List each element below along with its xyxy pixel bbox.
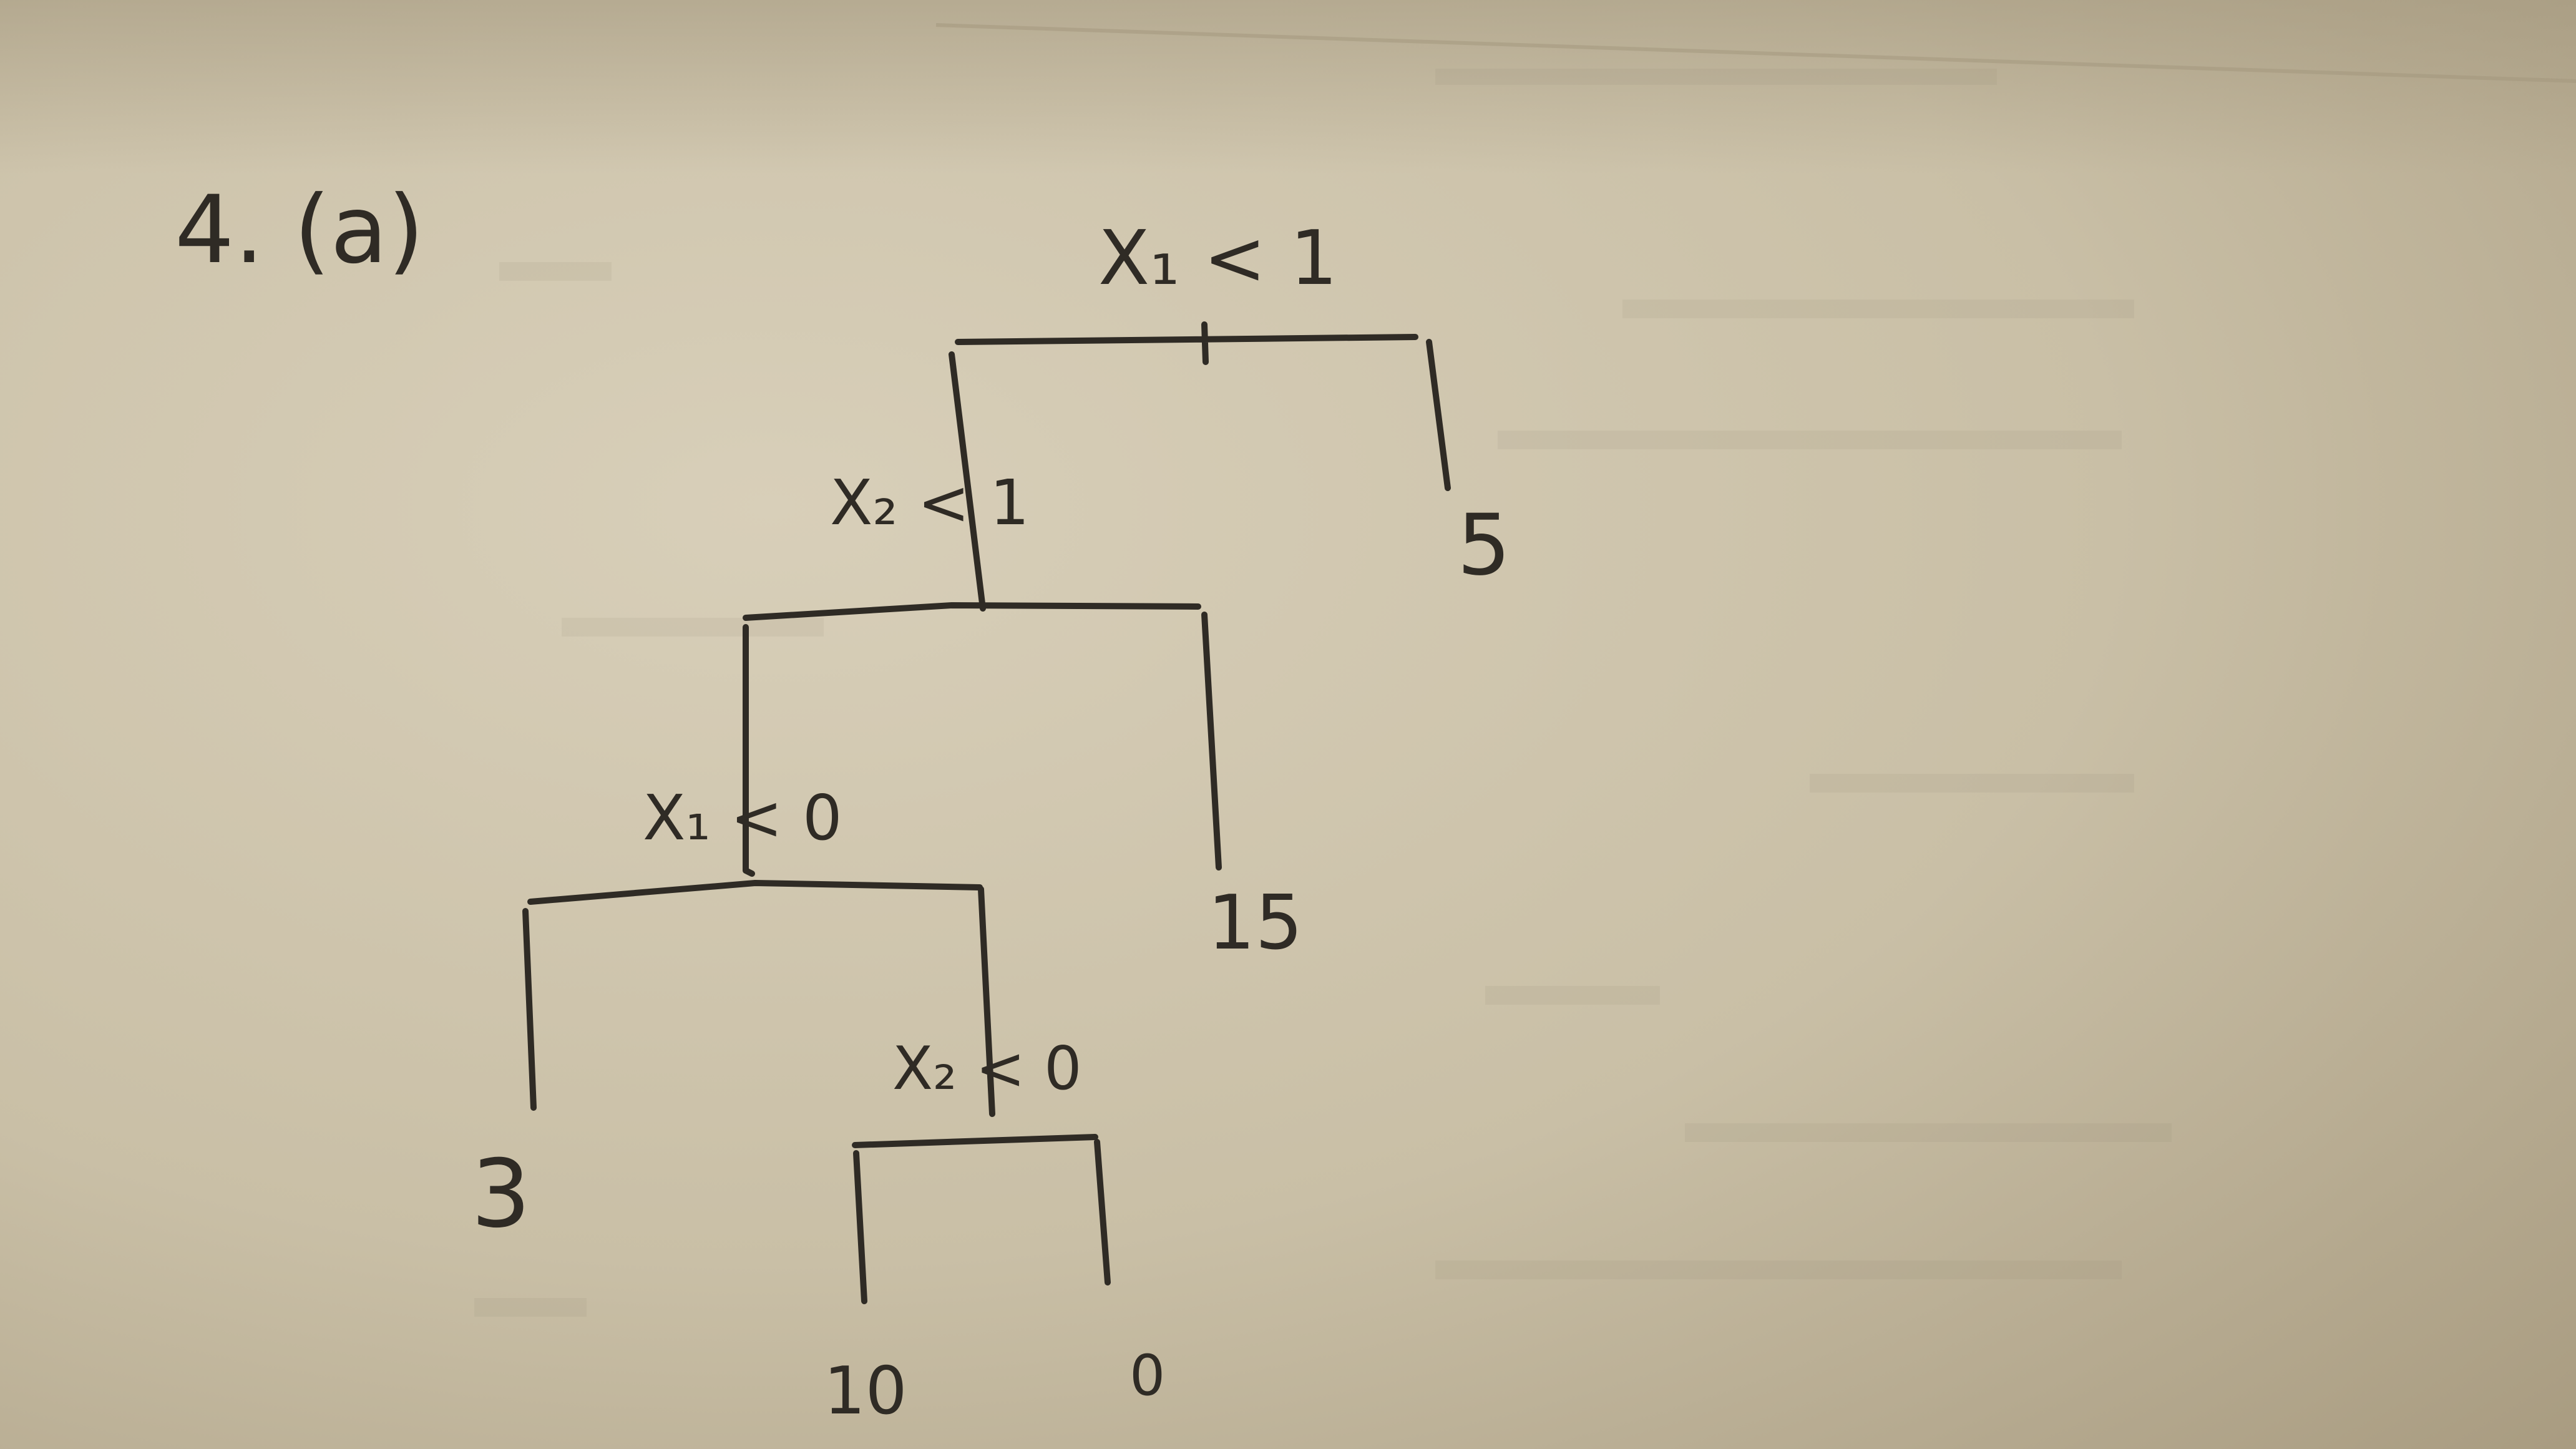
level2-left-edge [743,624,755,877]
root-left-edge [949,351,986,612]
level2-split-label: X₂ < 1 [830,466,1030,539]
leaf-5: 5 [1457,496,1511,594]
level4-right-edge [1094,1139,1111,1286]
level4-branch [852,1134,1098,1148]
level2-branch [743,602,1201,621]
problem-label: 4. (a) [175,176,424,285]
leaf-3: 3 [471,1140,530,1249]
leaf-15: 15 [1208,880,1303,967]
root-split-label: X₁ < 1 [1098,215,1338,302]
level3-right-edge [978,886,995,1117]
level3-split-label: X₁ < 0 [643,781,842,854]
leaf-0: 0 [1129,1343,1165,1408]
level3-branch [527,880,983,905]
leaf-10: 10 [824,1353,907,1429]
level3-left-edge [522,908,537,1111]
root-branch [955,321,1418,365]
level4-left-edge [853,1150,867,1304]
root-right-edge [1426,339,1451,491]
show-through-marks [474,69,2172,1317]
level4-split-label: X₂ < 0 [892,1035,1082,1103]
level2-right-edge [1201,612,1222,871]
